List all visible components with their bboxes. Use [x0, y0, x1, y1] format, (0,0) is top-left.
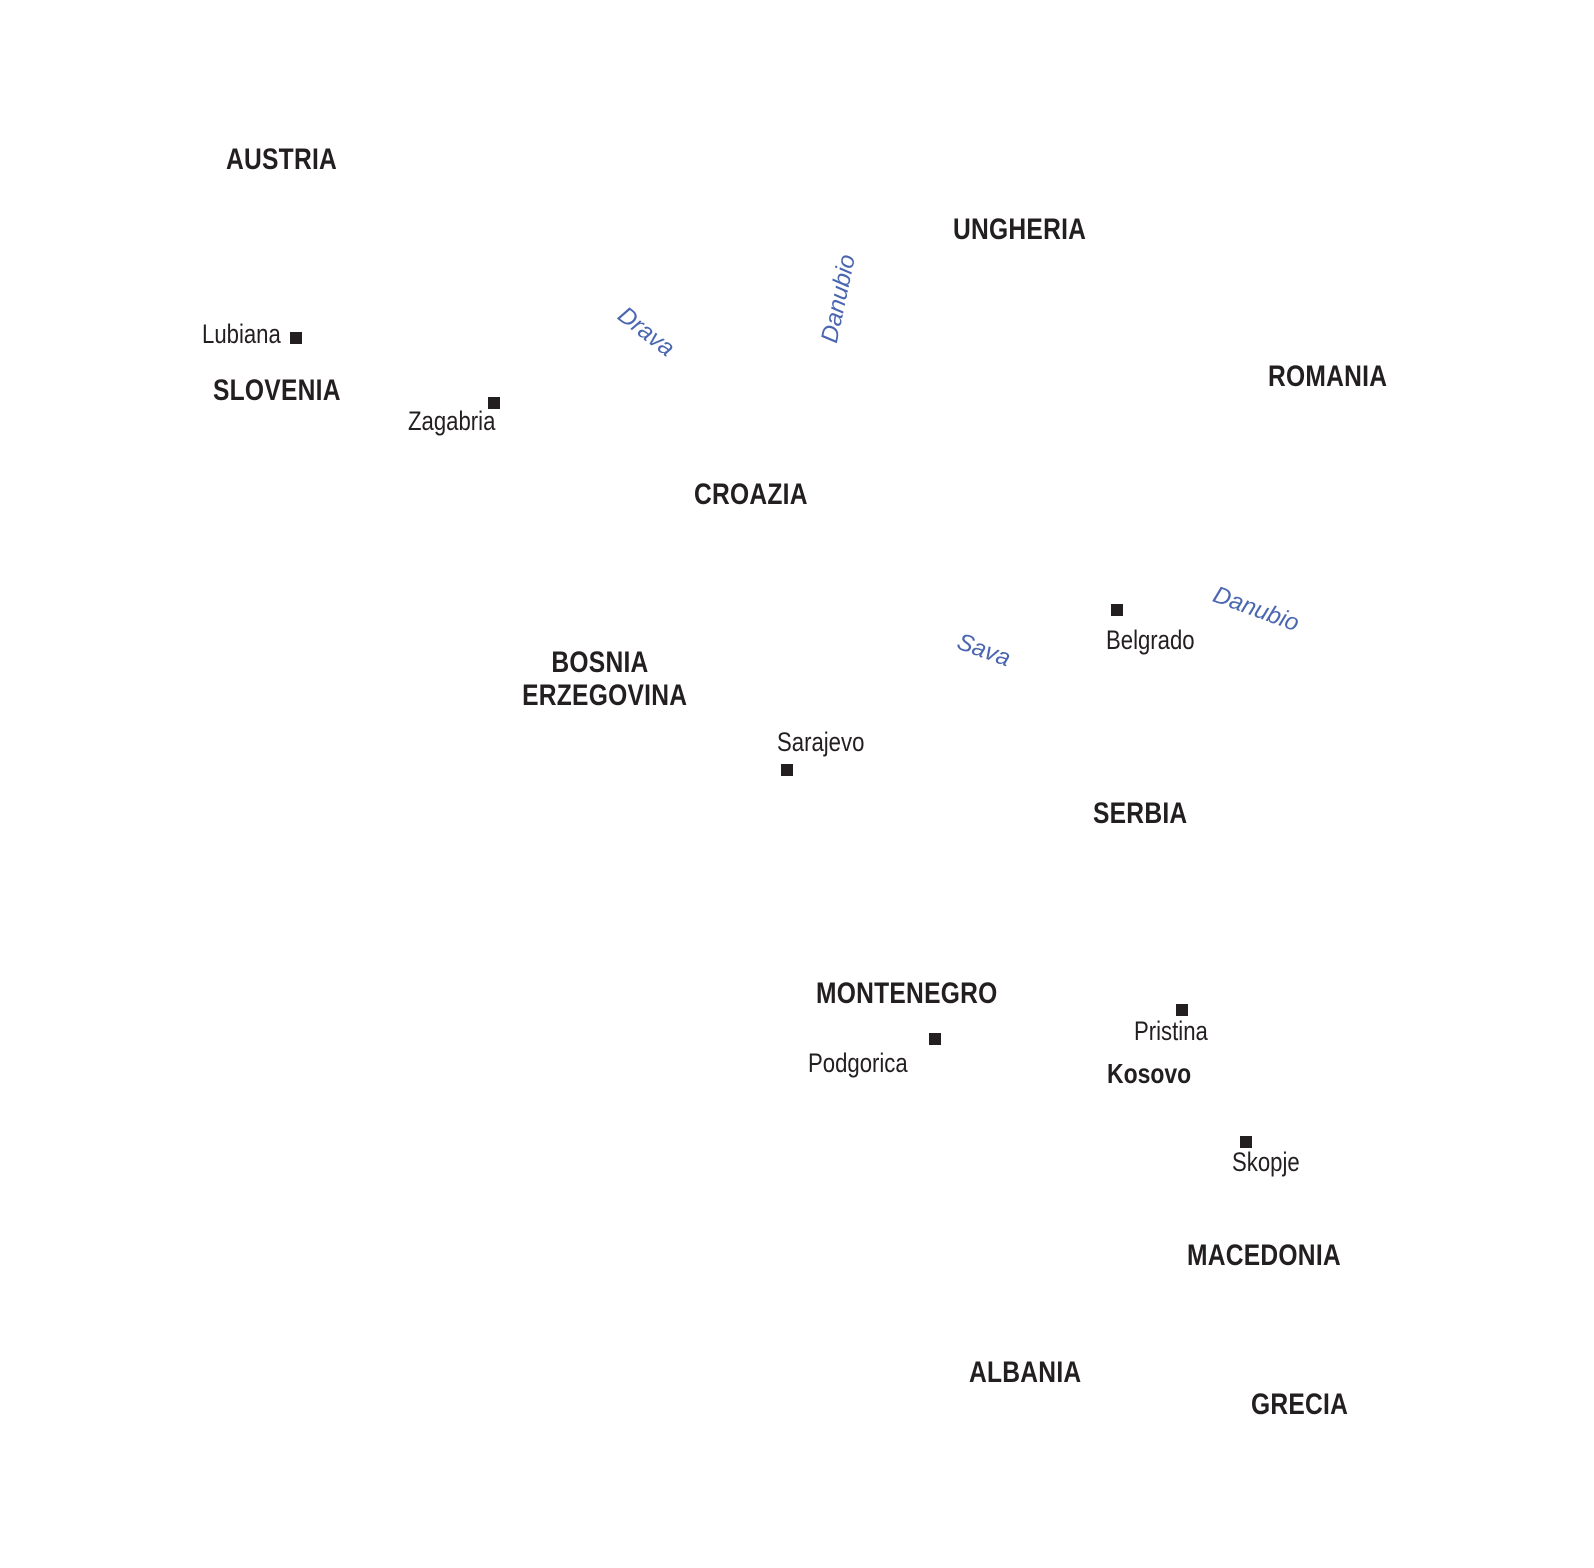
city-label-pristina: Pristina — [1134, 1016, 1208, 1046]
region-label-kosovo: Kosovo — [1107, 1058, 1192, 1089]
country-label-bosnia-line1: BOSNIA — [551, 646, 649, 679]
city-marker-lubiana — [290, 332, 302, 344]
country-label-grecia: GRECIA — [1251, 1388, 1349, 1421]
city-label-zagabria: Zagabria — [408, 406, 496, 436]
city-marker-belgrado — [1111, 604, 1123, 616]
city-label-lubiana: Lubiana — [202, 319, 281, 349]
city-marker-pristina — [1176, 1004, 1188, 1016]
country-label-bosnia-line2: ERZEGOVINA — [522, 679, 688, 712]
city-label-skopje: Skopje — [1232, 1147, 1300, 1177]
country-label-austria: AUSTRIA — [226, 143, 338, 176]
city-label-belgrado: Belgrado — [1106, 625, 1195, 655]
river-label-danubio-north: Danubio — [816, 252, 862, 346]
country-label-macedonia: MACEDONIA — [1187, 1239, 1341, 1272]
city-marker-skopje — [1240, 1136, 1252, 1148]
country-label-ungheria: UNGHERIA — [953, 213, 1087, 246]
country-label-montenegro: MONTENEGRO — [816, 977, 998, 1010]
country-label-serbia: SERBIA — [1093, 797, 1188, 830]
river-label-sava: Sava — [953, 628, 1015, 673]
river-label-drava: Drava — [612, 301, 680, 363]
city-label-podgorica: Podgorica — [808, 1048, 908, 1078]
river-label-danubio-east: Danubio — [1209, 581, 1303, 638]
country-label-albania: ALBANIA — [969, 1356, 1082, 1389]
city-label-sarajevo: Sarajevo — [777, 727, 865, 757]
country-label-bosnia-erzegovina: BOSNIA ERZEGOVINA — [522, 646, 688, 712]
country-label-romania: ROMANIA — [1268, 360, 1388, 393]
country-label-slovenia: SLOVENIA — [213, 374, 341, 407]
country-label-croazia: CROAZIA — [694, 478, 808, 511]
city-marker-podgorica — [929, 1033, 941, 1045]
city-marker-zagabria — [488, 397, 500, 409]
city-marker-sarajevo — [781, 764, 793, 776]
